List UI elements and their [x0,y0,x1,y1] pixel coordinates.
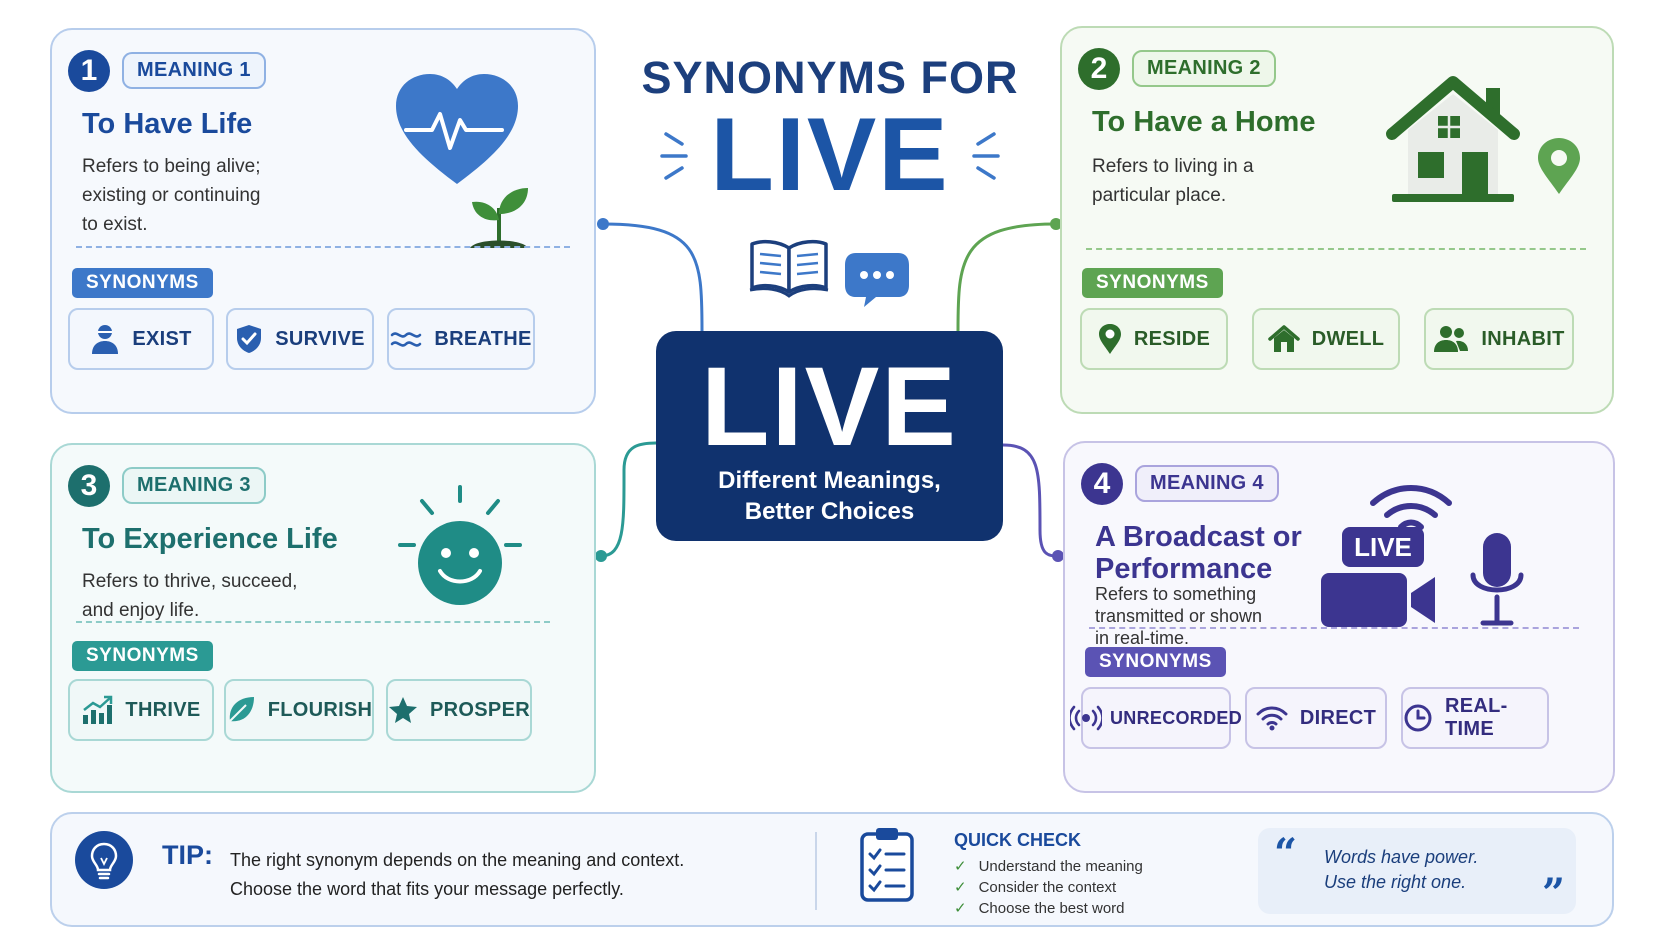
meaning-description: Refers to thrive, succeed, and enjoy lif… [82,571,298,621]
synonyms-label: SYNONYMS [72,268,213,298]
synonym-thrive-button[interactable]: THRIVE [68,679,214,741]
center-subtitle-line2: Better Choices [744,498,915,525]
video-camera-icon [1321,573,1435,627]
house-icon [1386,76,1520,202]
lightbulb-icon [75,831,133,889]
person-icon [92,325,119,354]
growth-chart-icon [83,695,113,724]
meaning-description: Refers to something transmitted or shown… [1095,584,1263,648]
list-item: ✓Choose the best word [954,900,1125,917]
synonym-direct-button[interactable]: DIRECT [1245,687,1387,749]
synonym-dwell-button[interactable]: DWELL [1252,308,1400,370]
location-pin-icon [1098,324,1121,354]
clock-icon [1404,704,1432,732]
divider [1086,248,1586,250]
meaning-number: 3 [68,465,110,507]
sprout-icon [470,188,528,248]
live-badge: LIVE [1342,527,1424,567]
meaning-number: 4 [1081,463,1123,505]
center-word: LIVE [701,344,958,469]
check-icon: ✓ [954,858,967,875]
checklist-clipboard-icon [860,828,914,902]
quick-check-list: ✓Understand the meaning ✓Consider the co… [954,856,1143,919]
sparkle-right-icon [972,132,1000,180]
wifi-icon [1256,706,1288,731]
wifi-signal-icon [1370,485,1452,530]
meaning-description: Refers to living in a particular place. [1092,156,1254,206]
page-title: SYNONYMS FOR [641,52,1019,103]
meaning-title: To Have Life [82,108,253,140]
hero-word: LIVE [710,97,950,213]
meaning-label: MEANING 2 [1132,50,1276,87]
meaning-title: To Experience Life [82,523,338,555]
synonyms-label: SYNONYMS [72,641,213,671]
synonym-reside-button[interactable]: RESIDE [1080,308,1228,370]
book-icon [749,239,829,298]
smiley-sun-icon [398,485,522,605]
sparkle-left-icon [660,132,688,180]
shield-icon [237,325,262,353]
synonym-real-time-button[interactable]: REAL-TIME [1401,687,1549,749]
heart-pulse-icon [396,74,518,184]
synonym-breathe-button[interactable]: BREATHE [387,308,535,370]
connector-1 [602,222,704,332]
speech-bubble-icon [845,253,909,307]
meaning-card-1: 1 MEANING 1 To Have Life Refers to being… [50,28,596,414]
quick-check-title: QUICK CHECK [954,830,1082,850]
quote-box [1258,828,1576,914]
meaning-label: MEANING 1 [122,52,266,89]
divider [76,621,550,623]
synonym-inhabit-button[interactable]: INHABIT [1424,308,1574,370]
star-icon [389,697,418,723]
tip-label: TIP: [162,840,213,870]
synonym-prosper-button[interactable]: PROSPER [386,679,532,741]
meaning-card-4: 4 MEANING 4 A Broadcast or Performance R… [1063,441,1615,793]
meaning-number: 2 [1078,48,1120,90]
tip-bar: TIP: The right synonym depends on the me… [50,812,1614,927]
connector-2 [956,222,1057,332]
divider [815,832,817,910]
broadcast-icon [1070,705,1102,731]
people-icon [1434,326,1469,352]
tip-text: The right synonym depends on the meaning… [230,850,685,899]
synonym-flourish-button[interactable]: FLOURISH [224,679,374,741]
meaning-card-3: 3 MEANING 3 To Experience Life Refers to… [50,443,596,793]
list-item: ✓Understand the meaning [954,858,1143,875]
synonyms-label: SYNONYMS [1082,268,1223,298]
check-icon: ✓ [954,900,967,917]
quote-text: Words have power. Use the right one. [1324,847,1479,892]
microphone-icon [1470,533,1524,626]
connector-4 [1002,443,1059,558]
center-word-box: LIVE Different Meanings, Better Choices [656,331,1003,541]
wave-icon [391,332,422,347]
synonyms-label: SYNONYMS [1085,647,1226,677]
close-quote-icon: ” [1542,870,1566,917]
meaning-number: 1 [68,50,110,92]
center-subtitle-line1: Different Meanings, [718,467,941,494]
meaning-title: A Broadcast or Performance [1095,521,1302,585]
meaning-title: To Have a Home [1092,106,1316,138]
location-pin-icon [1538,138,1580,194]
check-icon: ✓ [954,879,967,896]
meaning-label: MEANING 3 [122,467,266,504]
connector-3 [600,441,657,558]
list-item: ✓Consider the context [954,879,1117,896]
divider [1089,627,1579,629]
open-quote-icon: “ [1274,830,1298,877]
house-icon [1267,325,1300,352]
meaning-description: Refers to being alive; existing or conti… [82,156,261,235]
leaf-icon [228,697,254,722]
synonym-survive-button[interactable]: SURVIVE [226,308,374,370]
synonym-exist-button[interactable]: EXIST [68,308,214,370]
synonym-unrecorded-button[interactable]: UNRECORDED [1070,687,1242,749]
meaning-card-2: 2 MEANING 2 To Have a Home Refers to liv… [1060,26,1614,414]
divider [76,246,570,248]
meaning-label: MEANING 4 [1135,465,1279,502]
